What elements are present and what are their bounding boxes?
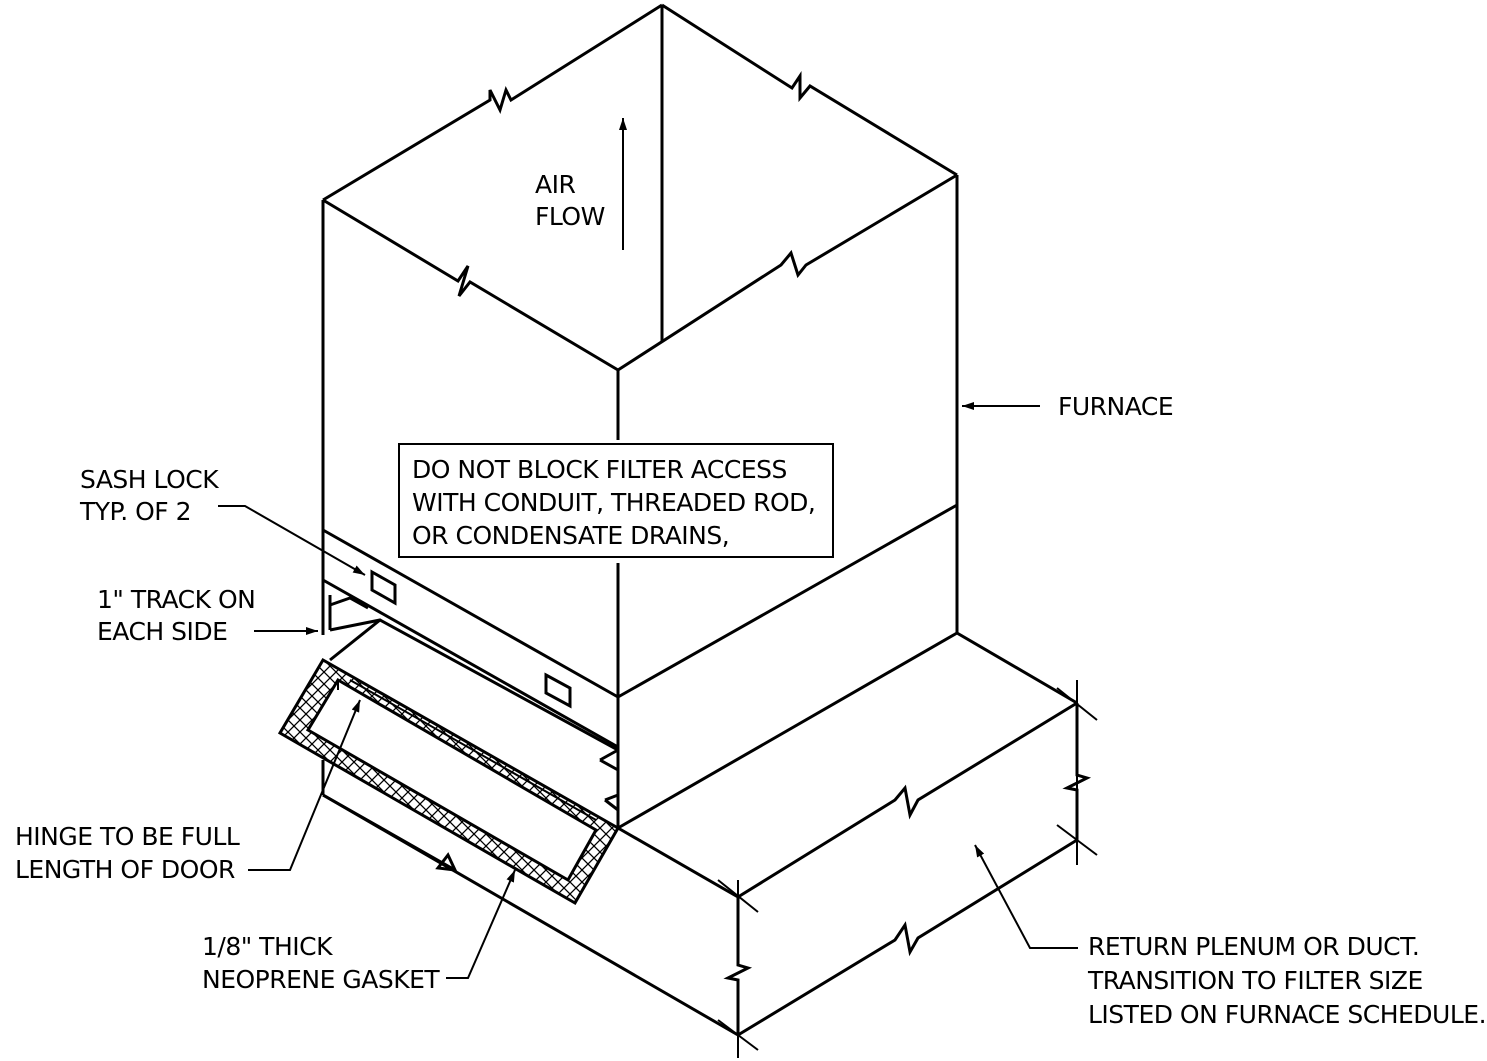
hinge-leader bbox=[248, 699, 361, 871]
return-plenum bbox=[322, 631, 1098, 1058]
gasket-leader bbox=[446, 869, 516, 979]
gasket-label: 1/8" THICK NEOPRENE GASKET bbox=[202, 932, 440, 994]
furnace-top-outline bbox=[322, 3, 958, 372]
warning-note-line-3: OR CONDENSATE DRAINS, bbox=[412, 521, 729, 550]
sash-lock-label: SASH LOCK TYP. OF 2 bbox=[79, 465, 226, 526]
warning-note-text: DO NOT BLOCK FILTER ACCESS WITH CONDUIT,… bbox=[412, 455, 823, 550]
warning-note-line-2: WITH CONDUIT, THREADED ROD, bbox=[412, 488, 815, 517]
track-label-line-1: 1" TRACK ON bbox=[97, 585, 255, 614]
return-plenum-label-line-1: RETURN PLENUM OR DUCT. bbox=[1088, 932, 1419, 961]
warning-note-line-1: DO NOT BLOCK FILTER ACCESS bbox=[412, 455, 787, 484]
hinge-label-line-2: LENGTH OF DOOR bbox=[15, 855, 235, 884]
air-flow-label-line-2: FLOW bbox=[535, 202, 605, 231]
return-plenum-label-line-3: LISTED ON FURNACE SCHEDULE. bbox=[1088, 1000, 1486, 1029]
filter-access-door bbox=[277, 657, 621, 906]
gasket-label-line-1: 1/8" THICK bbox=[202, 932, 333, 961]
plenum-leader bbox=[974, 844, 1078, 949]
sash-lock-upper bbox=[370, 569, 397, 606]
return-plenum-label-line-2: TRANSITION TO FILTER SIZE bbox=[1087, 966, 1423, 995]
furnace-label: FURNACE bbox=[1058, 392, 1173, 421]
sash-lock-label-line-2: TYP. OF 2 bbox=[79, 497, 191, 526]
furnace-body bbox=[321, 175, 959, 830]
sash-lock-leader bbox=[218, 505, 366, 576]
warning-note-box bbox=[398, 443, 834, 558]
track-label-line-2: EACH SIDE bbox=[97, 617, 227, 646]
sash-lock-label-line-1: SASH LOCK bbox=[80, 465, 219, 494]
return-plenum-label: RETURN PLENUM OR DUCT. TRANSITION TO FIL… bbox=[1087, 932, 1486, 1029]
hinge-label-line-1: HINGE TO BE FULL bbox=[15, 822, 240, 851]
air-flow-label-line-1: AIR bbox=[535, 170, 575, 199]
sash-lock-lower bbox=[544, 672, 572, 709]
air-flow-label: AIR FLOW bbox=[535, 170, 605, 231]
hinge-label: HINGE TO BE FULL LENGTH OF DOOR bbox=[15, 822, 247, 884]
track-label: 1" TRACK ON EACH SIDE bbox=[97, 585, 263, 646]
gasket-label-line-2: NEOPRENE GASKET bbox=[202, 965, 440, 994]
